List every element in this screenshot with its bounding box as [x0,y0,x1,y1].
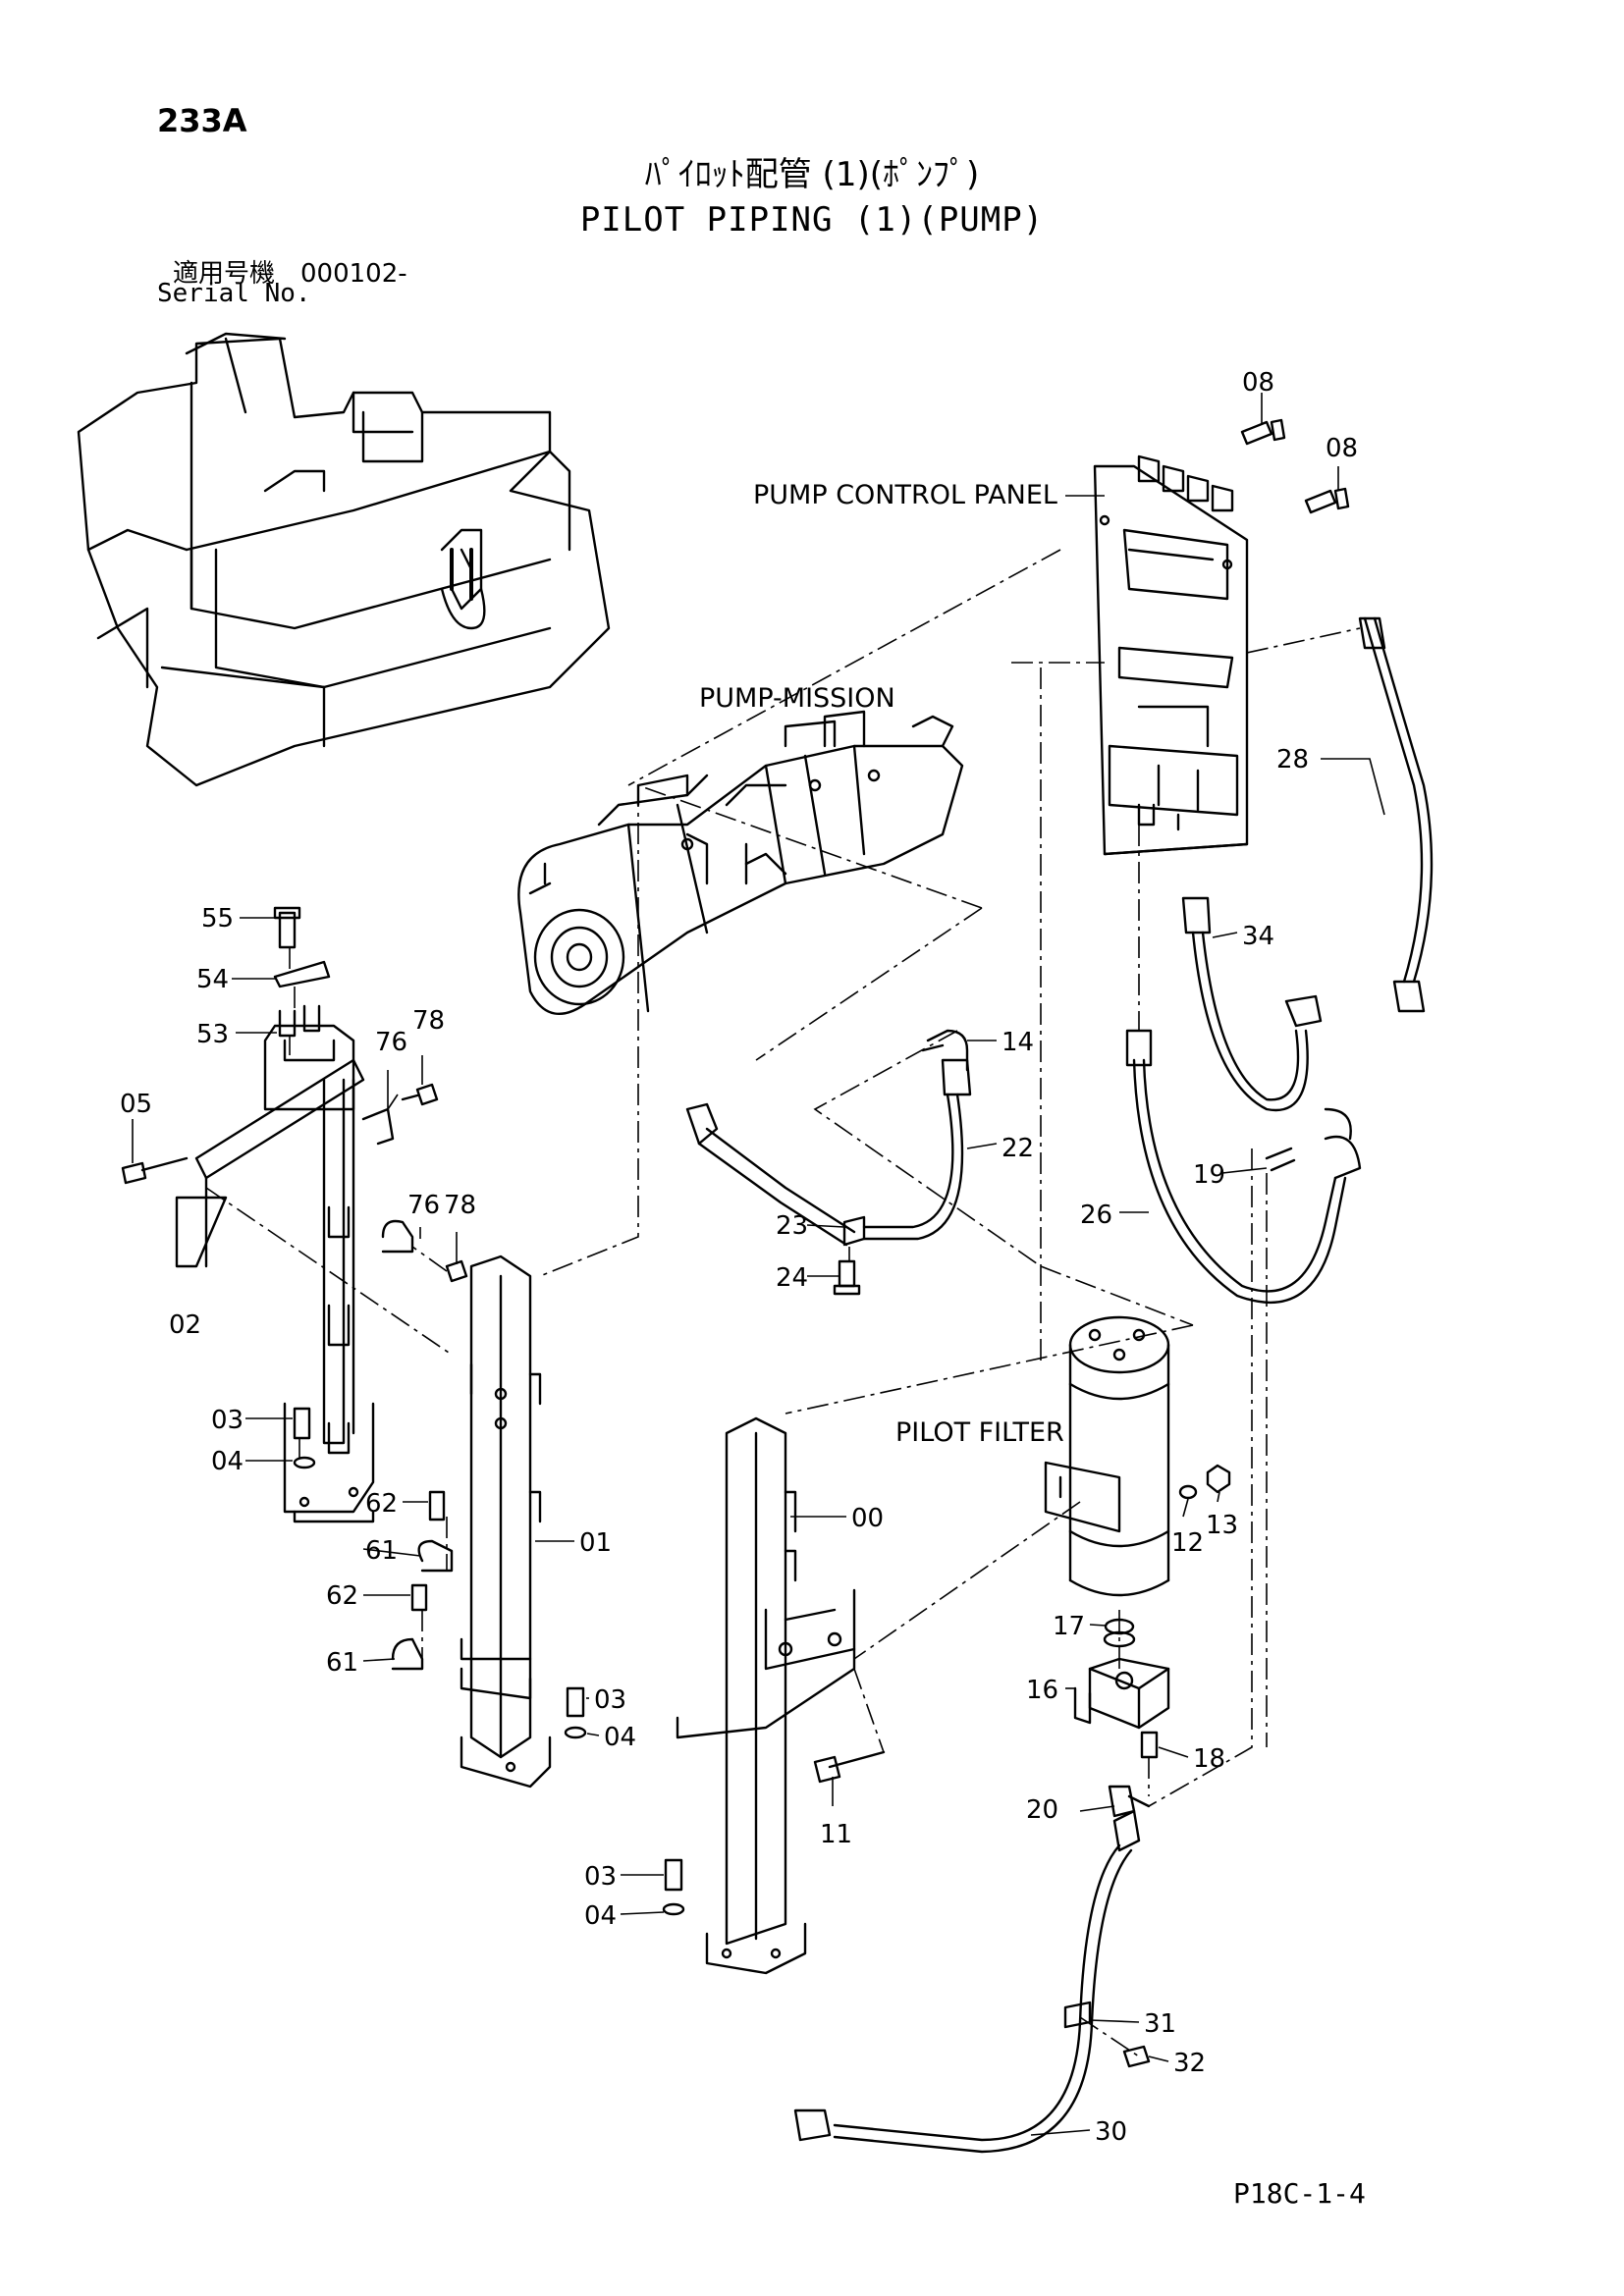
page-reference: P18C-1-4 [1233,2177,1366,2210]
callout: 18 [1193,1744,1225,1774]
label-pump-mission: PUMP-MISSION [699,683,895,714]
callout: 00 [851,1504,884,1533]
callout: 04 [211,1447,244,1476]
machine-overview [77,332,611,787]
callout: 32 [1173,2049,1206,2078]
callout: 08 [1242,368,1274,398]
center-bracket-assembly [676,1416,856,1975]
callout: 14 [1001,1028,1034,1057]
callout: 76 [375,1028,407,1057]
left-bracket-assembly [175,1024,552,1789]
callout: 26 [1080,1201,1112,1230]
callout: 78 [412,1006,445,1036]
page-code: 233A [157,102,247,139]
callout: 23 [776,1211,808,1241]
callout: 20 [1026,1795,1058,1825]
leader-lines [132,393,1385,2136]
label-pilot-filter: PILOT FILTER [895,1417,1064,1448]
pump-mission-assembly [517,710,964,1015]
serial-label-japanese: 適用号機 000102- [173,259,407,289]
callout: 78 [444,1191,476,1220]
hoses [685,616,1434,2154]
callout: 61 [365,1536,398,1566]
callout: 01 [579,1528,612,1558]
title-english: PILOT PIPING (1)(PUMP) [579,200,1045,240]
callout: 16 [1026,1676,1058,1705]
callout: 62 [326,1581,358,1611]
callout: 62 [365,1489,398,1519]
callout: 53 [196,1020,229,1049]
label-pump-control-panel: PUMP CONTROL PANEL [753,480,1057,510]
callout: 03 [584,1862,617,1892]
callout: 13 [1206,1511,1238,1540]
callout: 30 [1095,2117,1127,2147]
callout: 04 [604,1723,636,1752]
callout: 55 [201,904,234,934]
callout: 12 [1171,1528,1204,1558]
callout: 02 [169,1310,201,1340]
serial-label-english: Serial No. [157,279,311,308]
pilot-filter [1044,1315,1231,1730]
fasteners [121,418,1350,2068]
callout: 24 [776,1263,808,1293]
callout: 31 [1144,2009,1176,2039]
callout: 34 [1242,922,1274,951]
callout: 61 [326,1648,358,1678]
callout: 54 [196,965,229,994]
callout: 11 [820,1820,852,1849]
callout: 22 [1001,1134,1034,1163]
callout: 05 [120,1090,152,1119]
callout: 28 [1276,745,1309,774]
title-japanese: ﾊﾟｲﾛｯﾄ配管 (1)(ﾎﾟﾝﾌﾟ) [644,155,980,194]
callout: 03 [211,1406,244,1435]
callout: 19 [1193,1160,1225,1190]
pump-control-panel [1093,454,1249,856]
callout: 76 [407,1191,440,1220]
callout: 08 [1326,434,1358,463]
callout: 03 [594,1685,626,1715]
callout: 17 [1053,1612,1085,1641]
callout: 04 [584,1901,617,1931]
